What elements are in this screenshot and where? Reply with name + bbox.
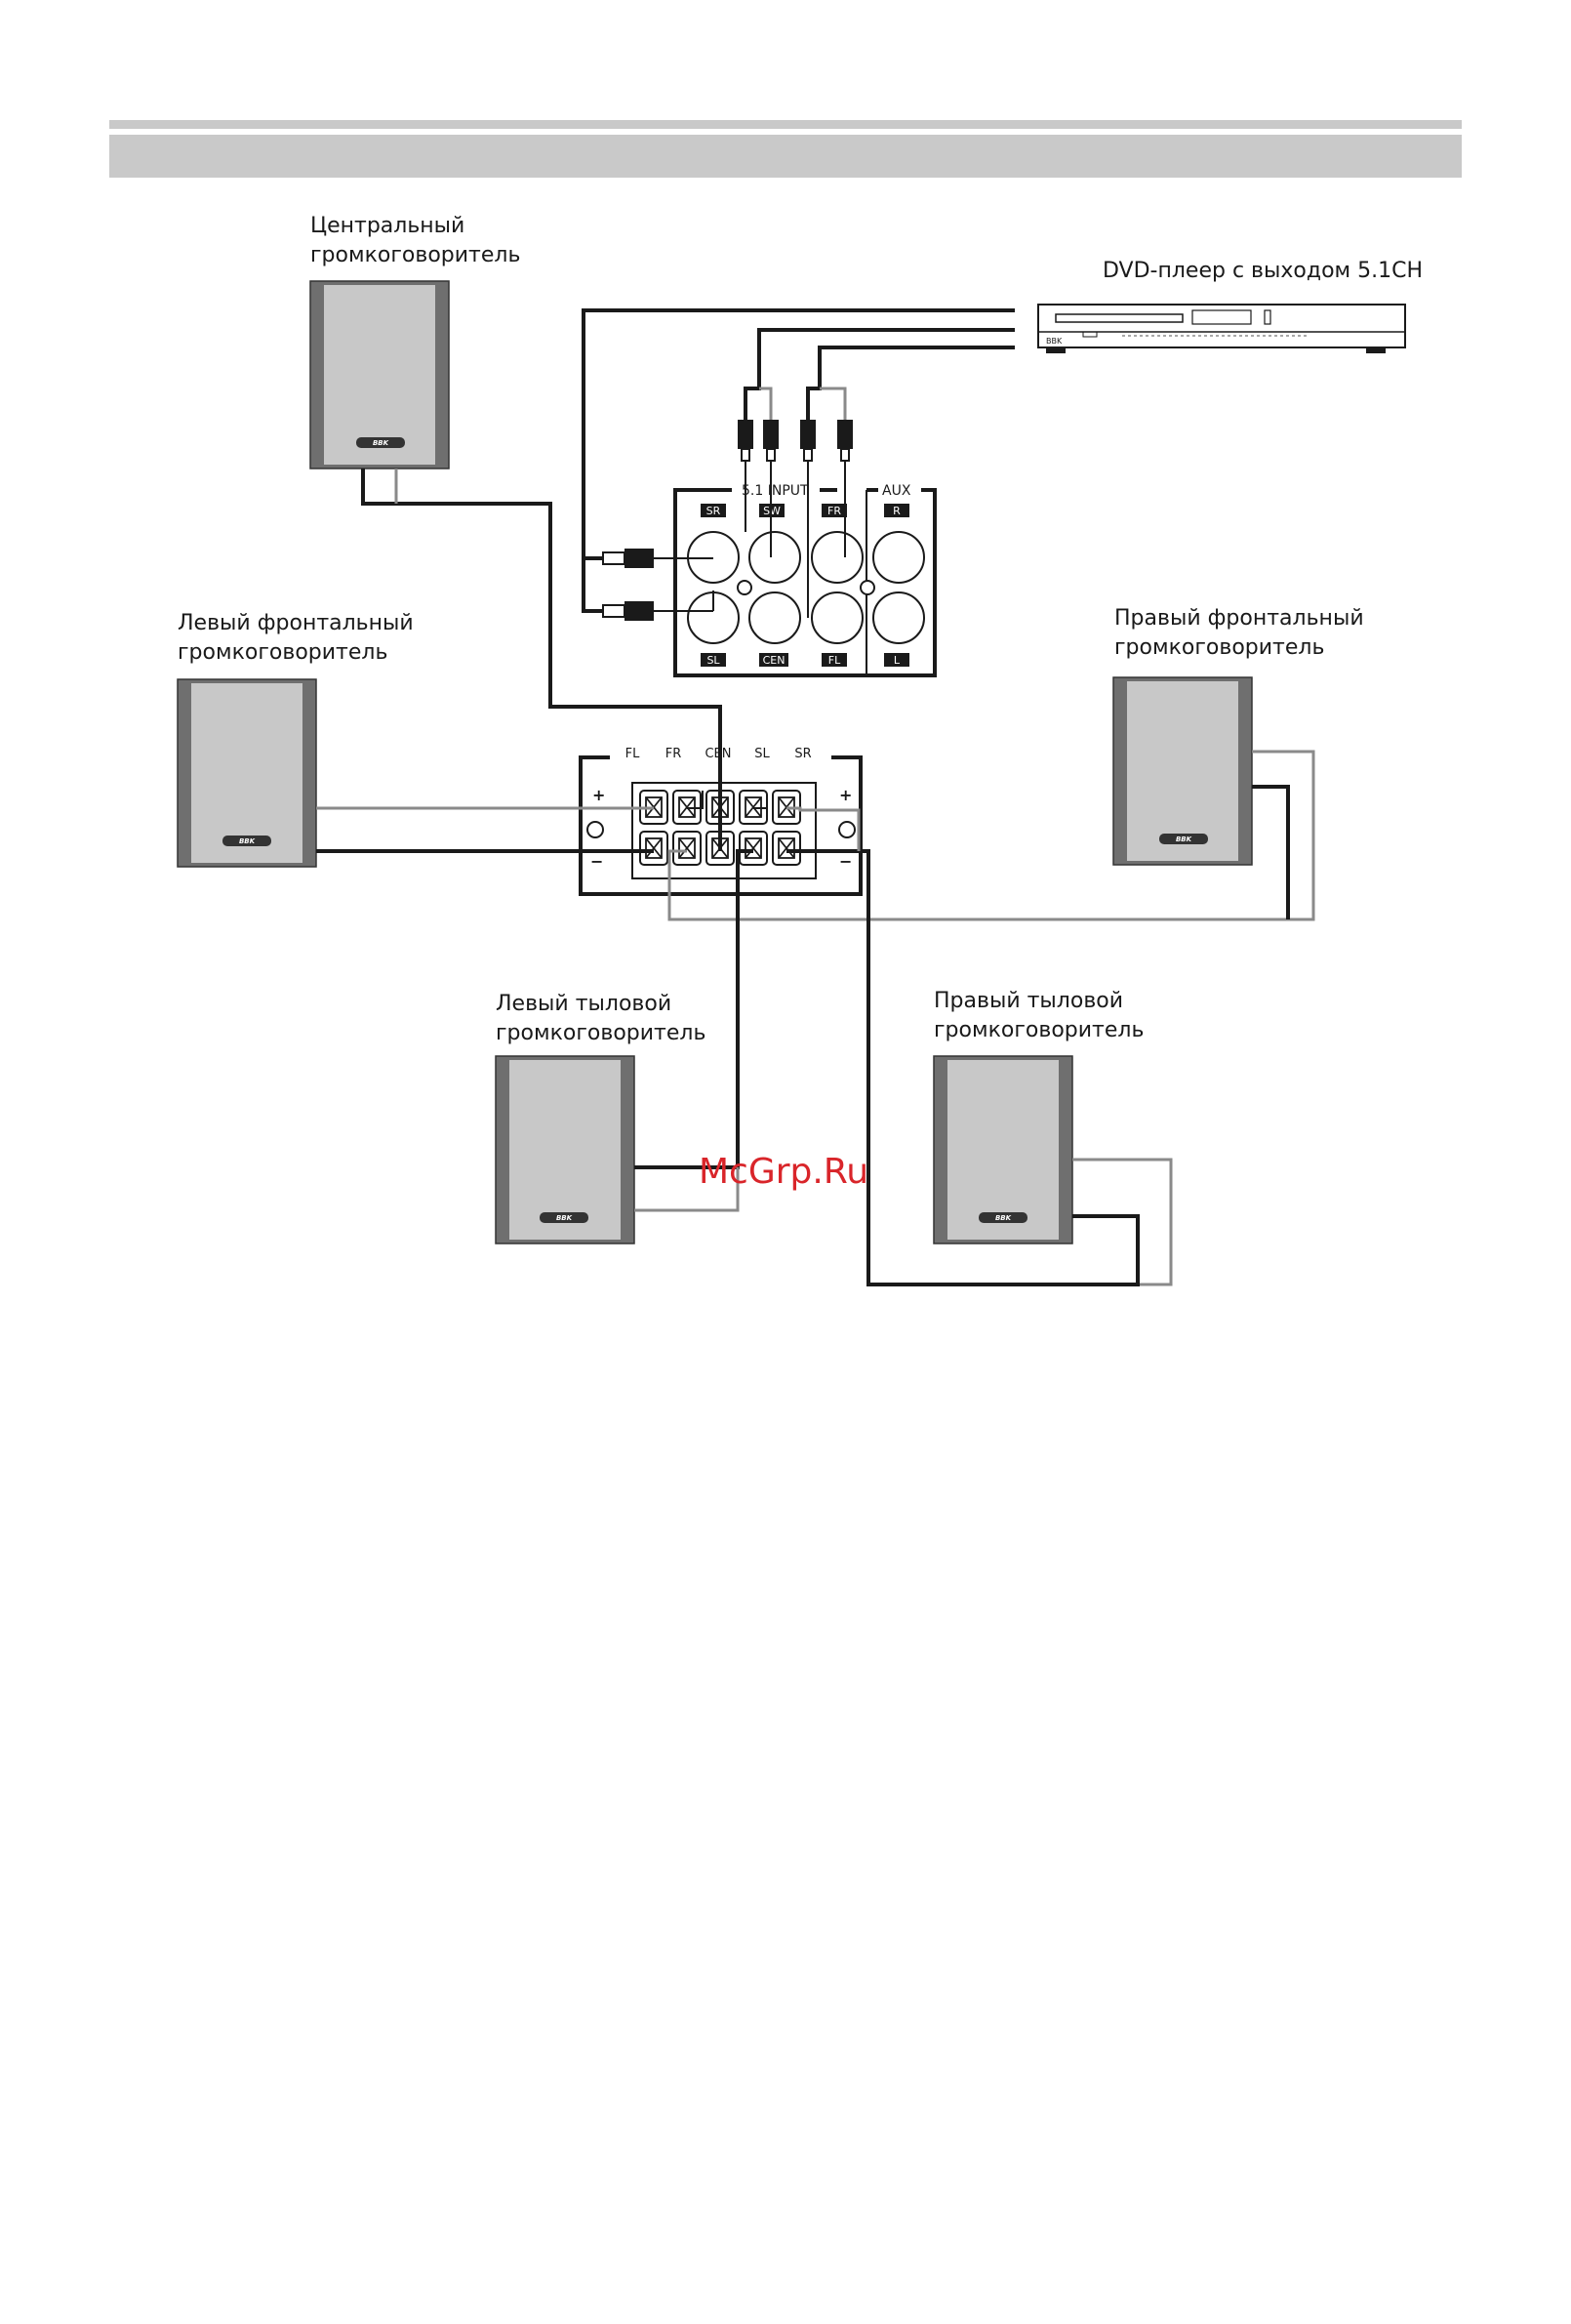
jack-l (873, 592, 924, 643)
front-right-label-line2: громкоговоритель (1114, 635, 1324, 660)
jack-fl (812, 592, 863, 643)
front-left-speaker: BBK (178, 679, 316, 867)
terminal-label-sl: SL (754, 747, 770, 761)
panel-screw-left (738, 581, 751, 594)
watermark: McGrp.Ru (699, 1152, 868, 1192)
rca-plug-3 (800, 420, 816, 461)
tag-sw: SW (763, 505, 781, 517)
rear-left-label-line1: Левый тыловой (496, 992, 671, 1016)
front-right-speaker-label: Правый фронтальный громкоговоритель (1114, 606, 1364, 660)
front-right-speaker: BBK (1113, 677, 1252, 865)
jack-fr (812, 532, 863, 583)
tag-sr: SR (706, 505, 721, 517)
rca-plug-sr (603, 549, 683, 568)
dvd-brand: BBK (1046, 337, 1063, 346)
input-group-51: 5.1 INPUT (742, 483, 809, 499)
tag-sl: SL (706, 654, 720, 667)
front-left-label-line2: громкоговоритель (178, 640, 387, 665)
rear-left-speaker-brand: BBK (556, 1214, 573, 1222)
terminal-label-fl: FL (625, 747, 640, 761)
jack-cen (749, 592, 800, 643)
jack-r (873, 532, 924, 583)
panel-screw-right (861, 581, 874, 594)
center-label-line1: Центральный (310, 214, 464, 238)
rca-plugs-left (603, 549, 683, 621)
center-speaker-brand: BBK (373, 439, 389, 447)
front-right-speaker-brand: BBK (1176, 836, 1192, 843)
terminal-minus-left: − (590, 852, 603, 871)
rca-plugs-top (738, 420, 853, 493)
dvd-player: BBK (1038, 305, 1405, 353)
rca-plug-1 (738, 420, 753, 461)
rca-plug-4 (837, 420, 853, 461)
terminal-screw-left (587, 822, 603, 837)
rear-left-speaker: BBK (496, 1056, 634, 1244)
terminal-minus-right: − (839, 852, 852, 871)
tag-fr: FR (827, 505, 841, 517)
rear-left-speaker-label: Левый тыловой громкоговоритель (496, 992, 705, 1045)
rear-right-label-line1: Правый тыловой (934, 989, 1123, 1013)
input-panel: 5.1 INPUT AUX SR SW FR R (675, 483, 935, 675)
tag-r: R (893, 505, 901, 517)
dvd-player-label: DVD-плеер с выходом 5.1CH (1103, 259, 1423, 283)
center-speaker-label: Центральный громкоговоритель (310, 214, 520, 267)
rear-right-speaker: BBK (934, 1056, 1072, 1244)
terminal-label-sr: SR (794, 747, 811, 761)
rca-plug-2 (763, 420, 779, 461)
input-group-aux: AUX (882, 483, 911, 499)
front-left-label-line1: Левый фронтальный (178, 611, 414, 635)
center-label-line2: громкоговоритель (310, 243, 520, 267)
front-left-speaker-label: Левый фронтальный громкоговоритель (178, 611, 414, 665)
terminal-label-fr: FR (665, 747, 682, 761)
rca-plug-sl (603, 601, 683, 621)
rear-right-label-line2: громкоговоритель (934, 1018, 1144, 1042)
jack-sw (749, 532, 800, 583)
terminal-plus-right: + (839, 786, 852, 804)
tag-fl: FL (828, 654, 841, 667)
rear-left-label-line2: громкоговоритель (496, 1021, 705, 1045)
terminal-screw-right (839, 822, 855, 837)
rear-right-speaker-brand: BBK (995, 1214, 1012, 1222)
front-right-label-line1: Правый фронтальный (1114, 606, 1364, 631)
tag-l: L (894, 654, 901, 667)
front-left-speaker-brand: BBK (239, 837, 256, 845)
center-speaker: BBK (310, 281, 449, 469)
tag-cen: CEN (763, 654, 786, 667)
rear-right-speaker-label: Правый тыловой громкоговоритель (934, 989, 1144, 1042)
terminal-plus-left: + (592, 786, 605, 804)
